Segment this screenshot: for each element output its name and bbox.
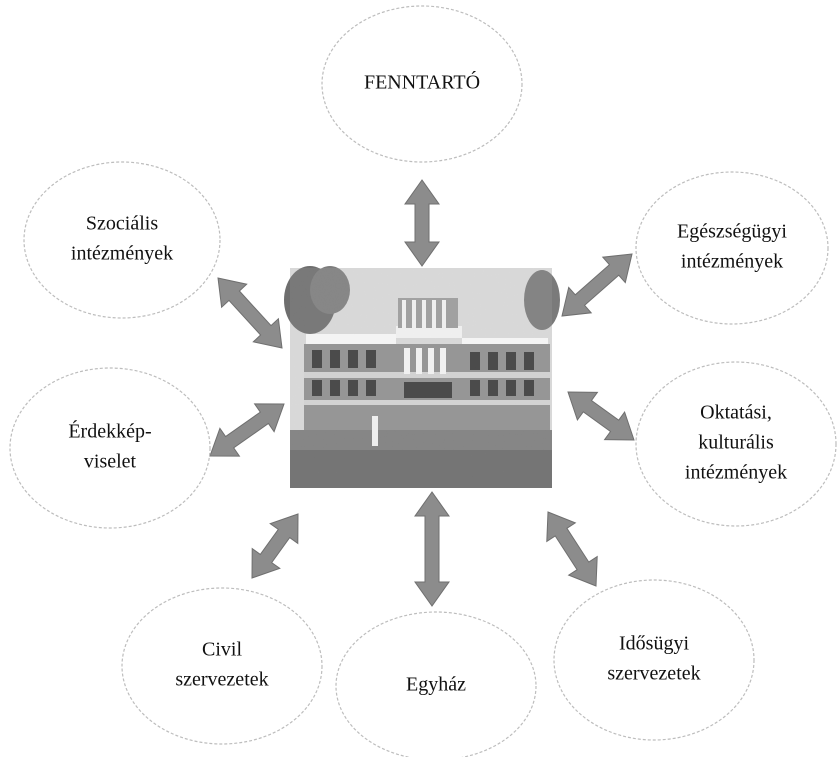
arrow-civil xyxy=(251,513,299,579)
node-egeszsegugyi: Egészségügyi intézmények xyxy=(635,171,829,325)
node-label-line: Szociális xyxy=(86,213,158,235)
node-label-line: intézmények xyxy=(71,243,173,265)
node-label-line: Egyház xyxy=(406,674,466,696)
arrow-erdekkepviselet xyxy=(209,403,285,457)
node-ellipse xyxy=(121,587,323,745)
node-ellipse xyxy=(553,579,755,741)
node-fenntarto: FENNTARTÓ xyxy=(321,5,523,163)
node-label-line: szervezetek xyxy=(175,669,268,691)
node-ellipse xyxy=(635,171,829,325)
node-label-line: Érdekkép- xyxy=(68,420,151,443)
node-ellipse xyxy=(321,5,523,163)
node-civil: Civil szervezetek xyxy=(121,587,323,745)
node-label-line: intézmények xyxy=(685,462,787,484)
node-label-line: Egészségügyi xyxy=(677,221,787,243)
node-label-line: viselet xyxy=(84,451,137,473)
node-idosugyi: Idősügyi szervezetek xyxy=(553,579,755,741)
node-oktatasi: Oktatási, kulturális intézmények xyxy=(635,361,837,527)
building-photo-icon xyxy=(284,266,560,488)
arrow-szocialis xyxy=(217,277,283,349)
node-ellipse xyxy=(23,161,221,319)
node-label-line: Oktatási, xyxy=(700,402,772,424)
node-label-line: Idősügyi xyxy=(619,633,689,655)
arrow-oktatasi xyxy=(567,391,635,441)
arrow-idosugyi xyxy=(546,511,598,587)
node-ellipse xyxy=(335,611,537,757)
node-ellipse xyxy=(635,361,837,527)
node-label-line: intézmények xyxy=(681,251,783,273)
node-egyhaz: Egyház xyxy=(335,611,537,757)
arrow-fenntarto xyxy=(404,179,440,267)
node-erdekkepviselet: Érdekkép-viselet xyxy=(9,367,211,529)
node-ellipse xyxy=(9,367,211,529)
node-szocialis: Szociális intézmények xyxy=(23,161,221,319)
connection-arrows xyxy=(209,179,635,607)
node-label-line: kulturális xyxy=(698,432,774,454)
node-label-line: szervezetek xyxy=(607,663,700,685)
node-label-line: FENNTARTÓ xyxy=(364,70,480,94)
arrow-egeszsegugyi xyxy=(561,253,633,317)
node-label-line: Civil xyxy=(202,639,242,661)
organization-nodes: FENNTARTÓSzociálisintézményekEgészségügy… xyxy=(9,5,837,757)
arrow-egyhaz xyxy=(414,491,450,607)
